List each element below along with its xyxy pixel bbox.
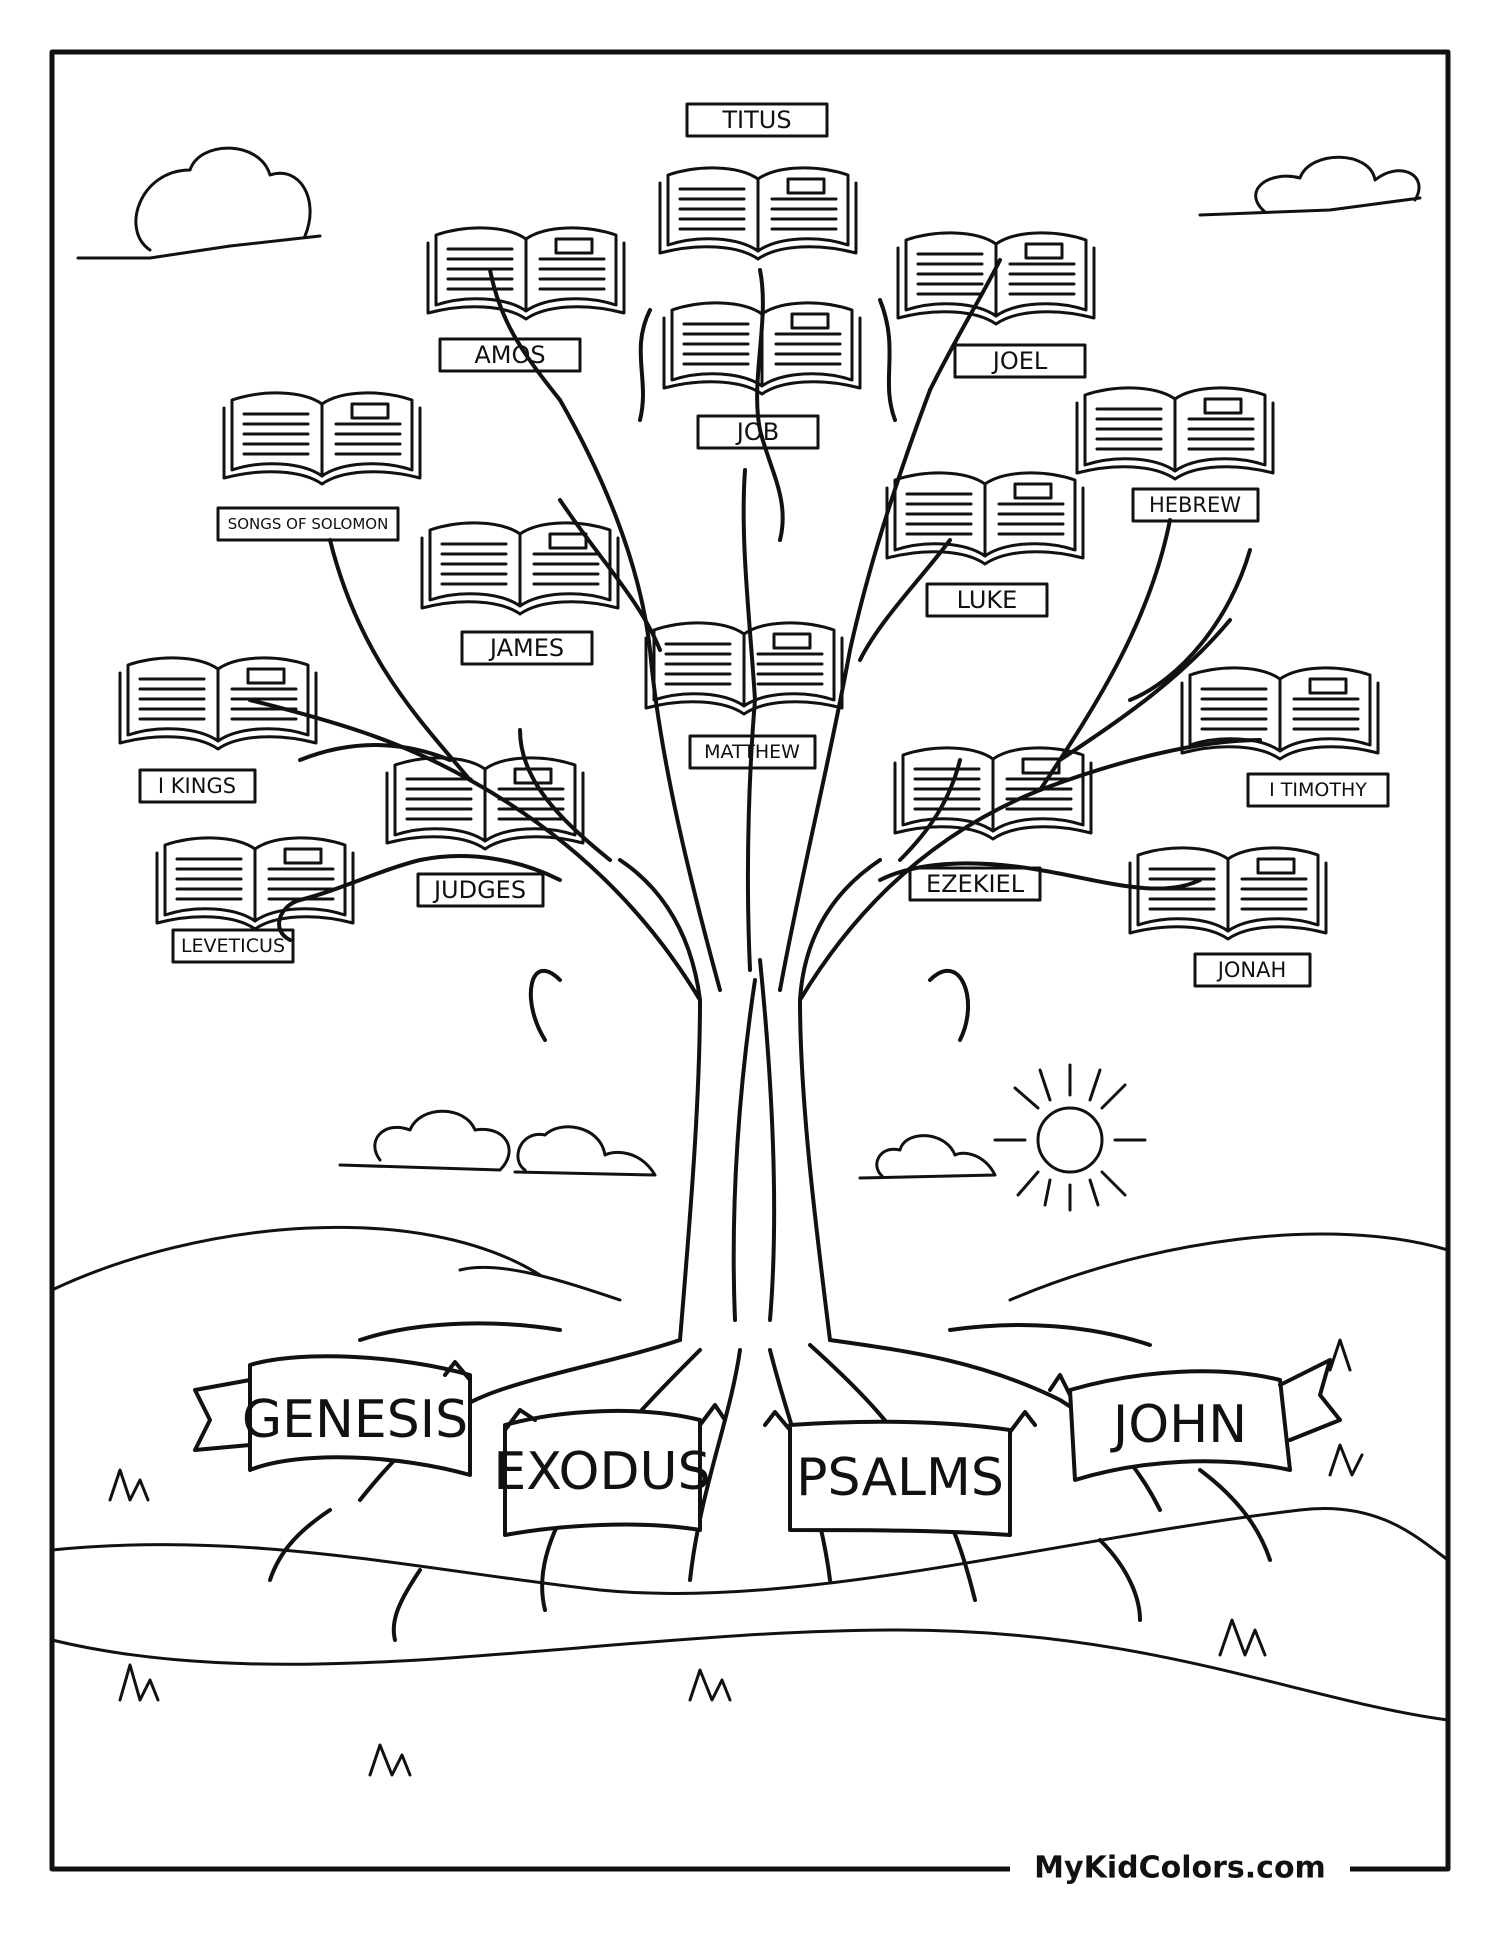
label-box-joel <box>953 343 1087 379</box>
book-icon-hebrew <box>1075 386 1275 481</box>
book-label-songs-of-solomon: SONGS OF SOLOMON <box>228 515 389 533</box>
book-icon-leviticus <box>155 836 355 931</box>
label-box-luke <box>925 582 1049 618</box>
brand-logo: MyKidColors.com <box>1034 1851 1326 1886</box>
label-box-amos <box>438 337 582 373</box>
label-box-job <box>696 414 820 450</box>
book-icon-ezekiel <box>893 746 1093 841</box>
root-label-genesis: GENESIS <box>242 1390 468 1450</box>
cloud-middle-right <box>858 1134 997 1180</box>
book-icon-james <box>420 521 620 616</box>
book-icon-matthew <box>644 621 844 716</box>
book-icon-jonah <box>1128 846 1328 941</box>
book-label-i-kings: I KINGS <box>158 774 236 798</box>
banner-psalms <box>763 1410 1037 1537</box>
book-label-amos: AMOS <box>474 341 545 369</box>
label-box-titus <box>685 102 829 138</box>
label-box-i-timothy <box>1246 772 1390 808</box>
book-icon-amos <box>426 226 626 321</box>
label-box-hebrew <box>1131 487 1260 523</box>
banner-exodus <box>503 1403 727 1537</box>
book-label-judges: JUDGES <box>432 876 526 904</box>
label-box-i-kings <box>138 768 257 804</box>
label-box-jonah <box>1193 952 1312 988</box>
book-label-matthew: MATTHEW <box>704 741 800 763</box>
brand-background <box>1010 1840 1350 1896</box>
cloud-top-left <box>76 146 322 260</box>
book-icon-i-kings <box>118 656 318 751</box>
book-icon-joel <box>896 231 1096 326</box>
book-label-leviticus: LEVETICUS <box>181 935 285 957</box>
book-icon-titus <box>658 166 858 261</box>
page-border <box>49 49 1451 1872</box>
label-box-songs-of-solomon <box>216 506 400 542</box>
banner-genesis <box>193 1354 472 1477</box>
book-label-hebrew: HEBREW <box>1149 493 1241 517</box>
book-label-james: JAMES <box>488 634 564 662</box>
book-icon-luke <box>885 471 1085 566</box>
root-label-john: JOHN <box>1110 1395 1247 1455</box>
cloud-middle-left <box>338 1109 657 1177</box>
sun-icon <box>993 1063 1147 1212</box>
label-box-judges <box>416 872 545 908</box>
book-label-luke: LUKE <box>957 586 1018 614</box>
book-label-i-timothy: I TIMOTHY <box>1269 779 1367 801</box>
book-label-joel: JOEL <box>991 347 1048 375</box>
banner-john <box>1048 1358 1342 1482</box>
book-label-ezekiel: EZEKIEL <box>926 870 1025 898</box>
cloud-top-right <box>1198 155 1422 217</box>
hills <box>50 1225 1450 1722</box>
book-label-jonah: JONAH <box>1216 958 1287 982</box>
book-label-job: JOB <box>735 418 779 446</box>
grass-tufts <box>108 1338 1364 1777</box>
book-icon-job <box>662 301 862 396</box>
book-icon-songs-of-solomon <box>222 391 422 486</box>
root-label-psalms: PSALMS <box>796 1448 1004 1508</box>
label-box-leviticus <box>171 928 295 964</box>
label-box-james <box>460 630 594 666</box>
book-label-titus: TITUS <box>721 106 791 134</box>
label-box-matthew <box>688 734 817 770</box>
root-label-exodus: EXODUS <box>493 1442 710 1502</box>
label-box-ezekiel <box>908 866 1042 902</box>
